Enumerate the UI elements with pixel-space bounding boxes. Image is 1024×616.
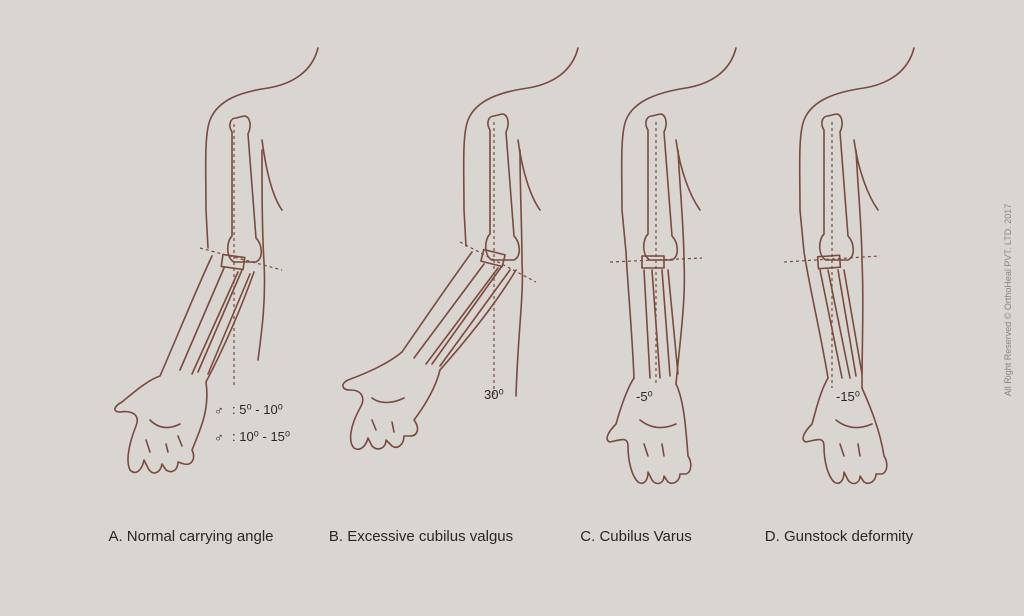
caption-cubilus-varus: C. Cubilus Varus	[580, 528, 692, 545]
arm-illustration-valgus: 30⁰	[342, 47, 579, 451]
angle-label-varus: -5⁰	[636, 389, 653, 404]
male-symbol-icon: ♂	[214, 430, 224, 445]
normal-range-male: : 5⁰ - 10⁰	[232, 402, 283, 417]
angle-label-gunstock: -15⁰	[836, 389, 860, 404]
normal-range-legend: ♂ : 5⁰ - 10⁰ ♂ : 10⁰ - 15⁰	[214, 402, 290, 445]
arm-illustration-normal	[114, 47, 319, 474]
angle-label-valgus: 30⁰	[484, 387, 504, 402]
arm-illustration-varus: -5⁰	[606, 47, 737, 485]
caption-excessive-cubilus-valgus: B. Excessive cubilus valgus	[328, 528, 514, 545]
copyright-notice: All Right Reserved © OrthoHeal PVT. LTD.…	[1003, 203, 1013, 397]
male-symbol-icon: ♂	[214, 403, 224, 418]
caption-normal-carrying-angle: A. Normal carrying angle	[108, 528, 274, 545]
arm-illustration-gunstock: -15⁰	[783, 47, 915, 485]
normal-range-female: : 10⁰ - 15⁰	[232, 429, 290, 444]
caption-gunstock-deformity: D. Gunstock deformity	[764, 528, 914, 545]
